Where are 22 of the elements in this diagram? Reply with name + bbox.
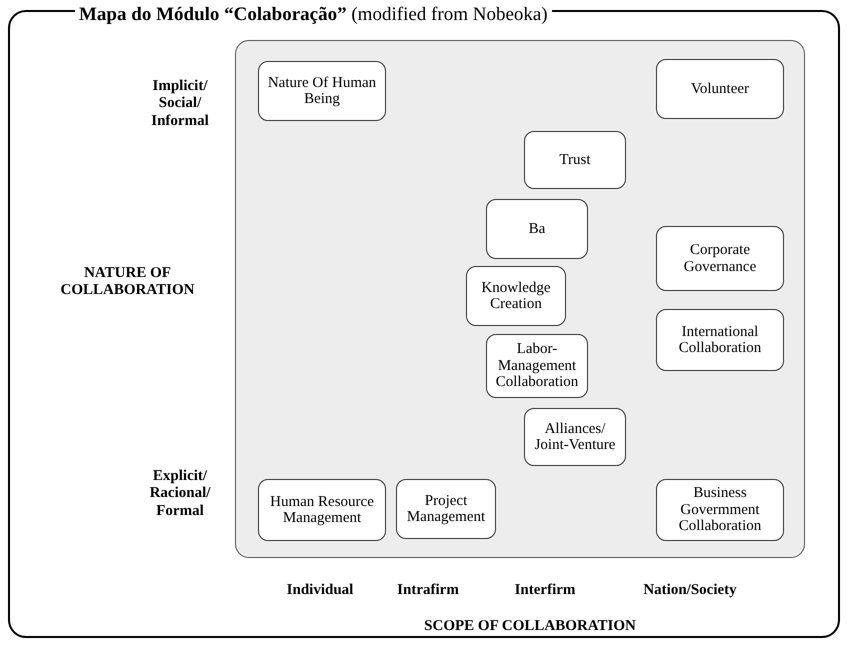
concept-box: Labor-Management Collaboration: [486, 334, 588, 398]
concept-box: Project Management: [396, 479, 496, 539]
axis-title: NATURE OF COLLABORATION: [60, 265, 196, 300]
axis-title: SCOPE OF COLLABORATION: [423, 618, 637, 636]
axis-category-label: Implicit/ Social/ Informal: [150, 78, 210, 130]
title: Mapa do Módulo “Colaboração” (modified from Nobeoka): [75, 4, 552, 26]
axis-category-label: Individual: [286, 582, 354, 600]
concept-box: Ba: [486, 199, 588, 259]
concept-box: Business Govermment Collaboration: [656, 479, 784, 541]
axis-category-label: Explicit/ Racional/ Formal: [148, 468, 212, 520]
concept-box: Nature Of Human Being: [258, 61, 386, 121]
concept-box: Alliances/ Joint-Venture: [524, 408, 626, 466]
map-panel: [235, 40, 805, 558]
axis-category-label: Nation/Society: [642, 582, 738, 600]
concept-box: International Collaboration: [656, 309, 784, 371]
concept-box: Corporate Governance: [656, 226, 784, 291]
axis-category-label: Intrafirm: [396, 582, 460, 600]
concept-box: Volunteer: [656, 59, 784, 119]
concept-box: Human Resource Management: [258, 479, 386, 541]
concept-box: Knowledge Creation: [466, 266, 566, 326]
axis-category-label: Interfirm: [514, 582, 576, 600]
concept-box: Trust: [524, 131, 626, 189]
